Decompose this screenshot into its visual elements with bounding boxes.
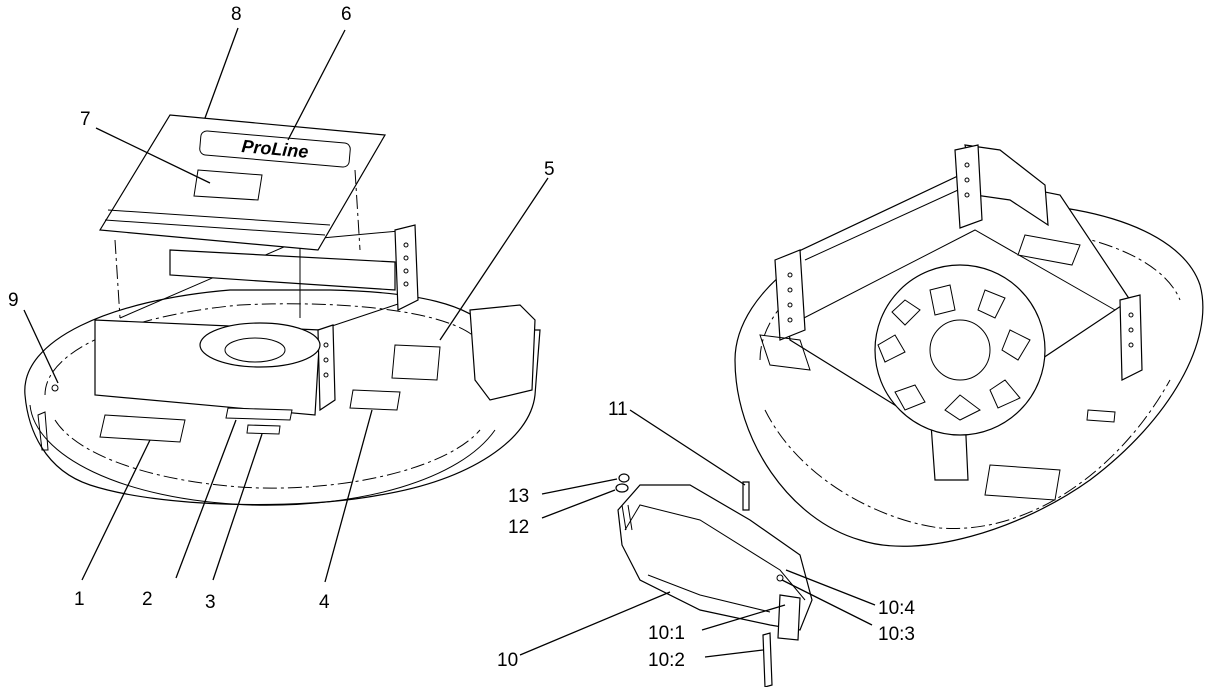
part-9-bolt bbox=[51, 384, 59, 392]
decal-3 bbox=[246, 424, 281, 435]
deflector-assembly bbox=[615, 473, 813, 687]
callout-10-1: 10:1 bbox=[648, 623, 685, 644]
callout-labels: 8 6 7 5 9 1 2 3 4 11 13 12 10 10:1 10:2 … bbox=[8, 4, 915, 671]
callout-7: 7 bbox=[80, 109, 91, 130]
part-12-washer bbox=[615, 483, 629, 493]
callout-13: 13 bbox=[508, 486, 529, 507]
callout-12: 12 bbox=[508, 517, 529, 538]
leader-lines bbox=[23, 27, 876, 658]
callout-6: 6 bbox=[341, 4, 352, 25]
decal-4 bbox=[349, 389, 401, 411]
part-11-bolt bbox=[742, 481, 750, 511]
callout-2: 2 bbox=[142, 589, 153, 610]
callout-10-2: 10:2 bbox=[648, 650, 685, 671]
callout-9: 9 bbox=[8, 290, 19, 311]
decal-5 bbox=[391, 344, 441, 381]
callout-10-4: 10:4 bbox=[878, 598, 915, 619]
part-10-2-hinge bbox=[762, 632, 773, 687]
callout-5: 5 bbox=[544, 159, 555, 180]
decal-1 bbox=[99, 414, 186, 443]
callout-11: 11 bbox=[608, 399, 628, 420]
right-deck-assembly bbox=[734, 144, 1204, 547]
callout-10-3: 10:3 bbox=[878, 624, 915, 645]
callout-8: 8 bbox=[231, 4, 242, 25]
callout-1: 1 bbox=[74, 589, 85, 610]
callout-10: 10 bbox=[497, 650, 518, 671]
callout-3: 3 bbox=[205, 592, 216, 613]
decal-2 bbox=[225, 407, 293, 421]
part-13-nut bbox=[618, 473, 630, 483]
callout-4: 4 bbox=[319, 592, 330, 613]
left-deck-assembly: ProLine bbox=[24, 114, 541, 506]
